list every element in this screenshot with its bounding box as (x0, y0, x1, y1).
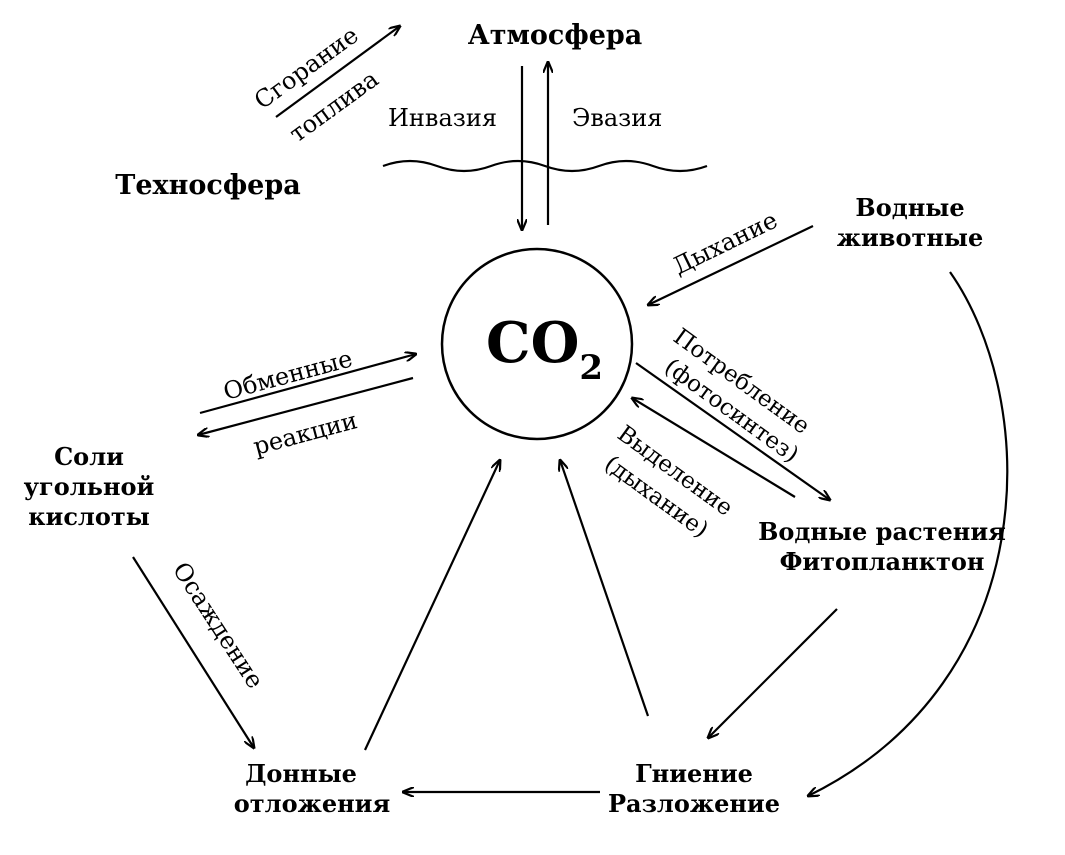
arrow-fuel-combustion (275, 26, 400, 118)
label-evasion: Эвазия (572, 104, 662, 132)
node-water-animals-line2: животные (837, 223, 983, 252)
node-bottom-sediments-line2: отложения (234, 789, 390, 818)
arrow-sediments-to-co2 (364, 460, 500, 751)
arrow-decay-to-co2 (560, 460, 650, 717)
arrow-precipitation (132, 556, 254, 748)
node-decay-line2: Разложение (608, 789, 780, 818)
label-invasion: Инвазия (388, 104, 497, 132)
arrow-animals-to-decay (808, 271, 1009, 796)
node-carbonic-salts-line3: кислоты (28, 502, 150, 531)
arrow-exchange-to-salts (198, 376, 414, 435)
co2-circle (440, 247, 634, 441)
label-exchange-line1: Обменные (220, 345, 355, 406)
arrow-respiration (648, 225, 814, 305)
arrow-plants-to-decay (708, 608, 838, 738)
node-water-plants-line2: Фитопланктон (780, 547, 985, 576)
water-surface-wave (382, 159, 708, 173)
node-water-plants-line1: Водные растения (758, 517, 1006, 546)
node-technosphere: Техносфера (115, 170, 300, 201)
label-exchange-line2: реакции (250, 406, 360, 461)
arrow-release (632, 398, 796, 498)
arrow-exchange-to-co2 (199, 354, 416, 415)
node-bottom-sediments-line1: Донные (245, 759, 357, 788)
node-carbonic-salts-line1: Соли (54, 442, 124, 471)
node-decay-line1: Гниение (635, 759, 753, 788)
label-precipitation: Осаждение (167, 557, 269, 694)
node-atmosphere: Атмосфера (468, 20, 643, 51)
node-water-animals-line1: Водные (855, 193, 964, 222)
node-carbonic-salts-line2: угольной (24, 472, 155, 501)
co2-label: CO2 (486, 310, 603, 388)
arrow-consumption (635, 362, 830, 500)
co2-subscript: 2 (579, 348, 603, 388)
